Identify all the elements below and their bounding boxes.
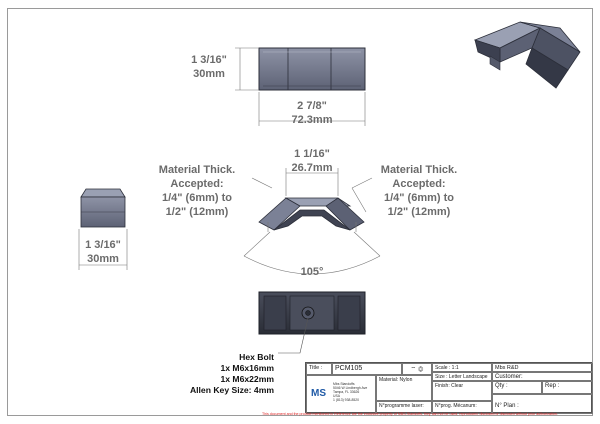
- customer-label: Customer:: [492, 372, 593, 381]
- size-field: Size : Letter Landscape: [432, 372, 492, 381]
- company-logo-cell: MS Mbs Standoffs 5046 W Lindbergh Ave Ta…: [306, 375, 376, 414]
- left-view-dimension-lines: [78, 229, 128, 270]
- left-view-part: [80, 188, 126, 228]
- top-height-mm: 30mm: [193, 68, 225, 80]
- projection-symbol: ⌔ ◎: [402, 363, 432, 375]
- company-address: Mbs Standoffs 5046 W Lindbergh Ave Tampa…: [333, 382, 368, 402]
- title-label: Title :: [306, 363, 332, 375]
- material-field: Material: Nylon: [376, 375, 432, 401]
- plan-number-label: N° Plan :: [492, 394, 593, 414]
- left-height-inch: 1 3/16": [85, 239, 121, 251]
- mid-width-inch: 1 1/16": [294, 148, 330, 160]
- drawing-sheet-border: [7, 8, 593, 416]
- front-view-dimension-lines: [243, 168, 381, 275]
- hardware-leader-line: [278, 317, 309, 354]
- top-height-inch: 1 3/16": [191, 54, 227, 66]
- top-view-part: [258, 47, 366, 91]
- mid-width-mm: 26.7mm: [291, 162, 333, 174]
- left-height-mm: 30mm: [87, 253, 119, 265]
- title-block: Title : PCM105 ⌔ ◎ Scale : 1:1 Mbs R&D S…: [305, 362, 593, 414]
- top-width-mm: 72.3mm: [291, 114, 333, 126]
- ownership-footer: This document and the product mentioned …: [262, 412, 558, 416]
- mecanum-programme-field: N°prog. Mécanum:: [432, 401, 492, 414]
- isometric-view-part: [473, 21, 581, 89]
- scale-field: Scale : 1:1: [432, 363, 492, 372]
- title-value: PCM105: [332, 363, 402, 375]
- top-view-dimension-lines: [235, 47, 366, 126]
- company-logo: MS: [311, 388, 326, 399]
- material-thickness-right: Material Thick. Accepted: 1/4" (6mm) to …: [380, 164, 458, 218]
- qty-label: Qty :: [492, 381, 542, 394]
- company-name: Mbs R&D: [492, 363, 593, 372]
- laser-programme-field: N°programme laser:: [376, 401, 432, 414]
- bottom-view-part: [258, 291, 366, 335]
- rep-label: Rep :: [542, 381, 593, 394]
- angle-dimension: 105°: [300, 266, 324, 278]
- hardware-notes: Hex Bolt 1x M6x16mm 1x M6x22mm Allen Key…: [189, 352, 274, 395]
- top-width-inch: 2 7/8": [297, 100, 327, 112]
- material-thickness-left: Material Thick. Accepted: 1/4" (6mm) to …: [158, 164, 236, 218]
- front-view-part: [258, 197, 365, 231]
- finish-field: Finish: Clear: [432, 381, 492, 401]
